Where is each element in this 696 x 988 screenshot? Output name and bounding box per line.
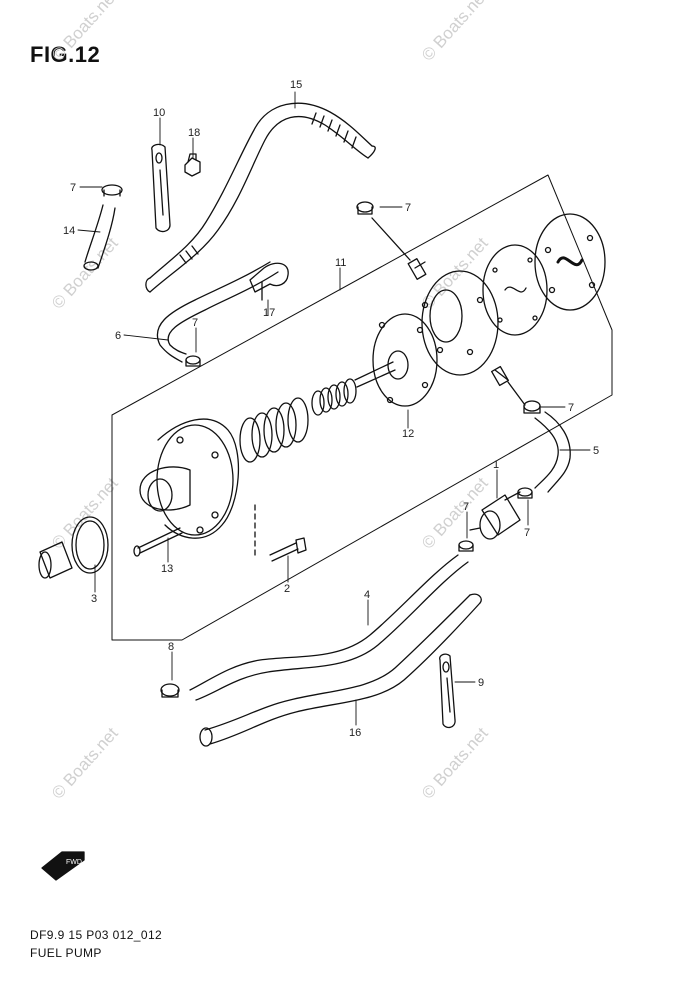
pump-housing [139, 418, 256, 556]
fitting-bottom [491, 365, 526, 406]
callout-11: 11 [335, 257, 346, 269]
spring-large [239, 397, 309, 463]
callout-12: 12 [402, 428, 414, 440]
strap-10 [151, 143, 171, 233]
fwd-arrow-icon: FWD [41, 851, 85, 881]
callout-16: 16 [349, 727, 361, 739]
callout-5: 5 [593, 445, 599, 457]
leader-lines [77, 91, 591, 726]
drawing-code: DF9.9 15 P03 012_012 [30, 928, 163, 942]
callout-17: 17 [263, 307, 275, 319]
callout-7: 7 [405, 202, 411, 214]
pump-diaphragm [534, 213, 606, 311]
pump-gasket [482, 244, 548, 336]
clamp-17 [249, 262, 289, 301]
callout-14: 14 [63, 225, 75, 237]
hose-16 [199, 593, 482, 747]
clamp-7-filter-right [517, 487, 533, 499]
bolt-2 [269, 537, 307, 562]
clamp-7-right [523, 400, 541, 414]
pump-cover [414, 261, 509, 381]
spring-small [311, 378, 357, 416]
callout-13: 13 [161, 563, 173, 575]
valve-plate-12 [354, 313, 438, 407]
strap-9 [439, 653, 456, 729]
assembly-frame [111, 174, 613, 641]
figure-title: FIG.12 [30, 42, 101, 67]
callout-7: 7 [524, 527, 530, 539]
callout-1: 1 [493, 459, 499, 471]
callout-7: 7 [192, 317, 198, 329]
fitting-top [371, 217, 427, 280]
callout-7: 7 [568, 402, 574, 414]
bolt-13 [133, 527, 183, 557]
callout-8: 8 [168, 641, 174, 653]
clamp-8 [160, 683, 180, 698]
callout-10: 10 [153, 107, 165, 119]
clamp-7-hose-end [356, 201, 374, 215]
callout-4: 4 [364, 589, 370, 601]
callout-15: 15 [290, 79, 302, 91]
clamp-7-top-left [101, 184, 123, 197]
bolt-18 [184, 153, 201, 177]
o-ring-3 [71, 516, 109, 574]
figure-name: FUEL PUMP [30, 946, 102, 960]
callout-18: 18 [188, 127, 200, 139]
callout-6: 6 [115, 330, 121, 342]
clamp-7-filter-left [458, 540, 474, 552]
fuel-filter-1 [469, 491, 521, 540]
callout-9: 9 [478, 677, 484, 689]
hose-4 [189, 554, 469, 701]
callout-7: 7 [70, 182, 76, 194]
callout-2: 2 [284, 583, 290, 595]
callout-7: 7 [463, 501, 469, 513]
clamp-7-lower-left [185, 355, 201, 367]
hose-14 [83, 204, 116, 271]
fwd-label: FWD [66, 859, 82, 866]
hose-15 [145, 102, 376, 293]
hose-6 [156, 261, 279, 363]
cap [38, 541, 73, 579]
hose-5 [534, 411, 571, 493]
callout-3: 3 [91, 593, 97, 605]
